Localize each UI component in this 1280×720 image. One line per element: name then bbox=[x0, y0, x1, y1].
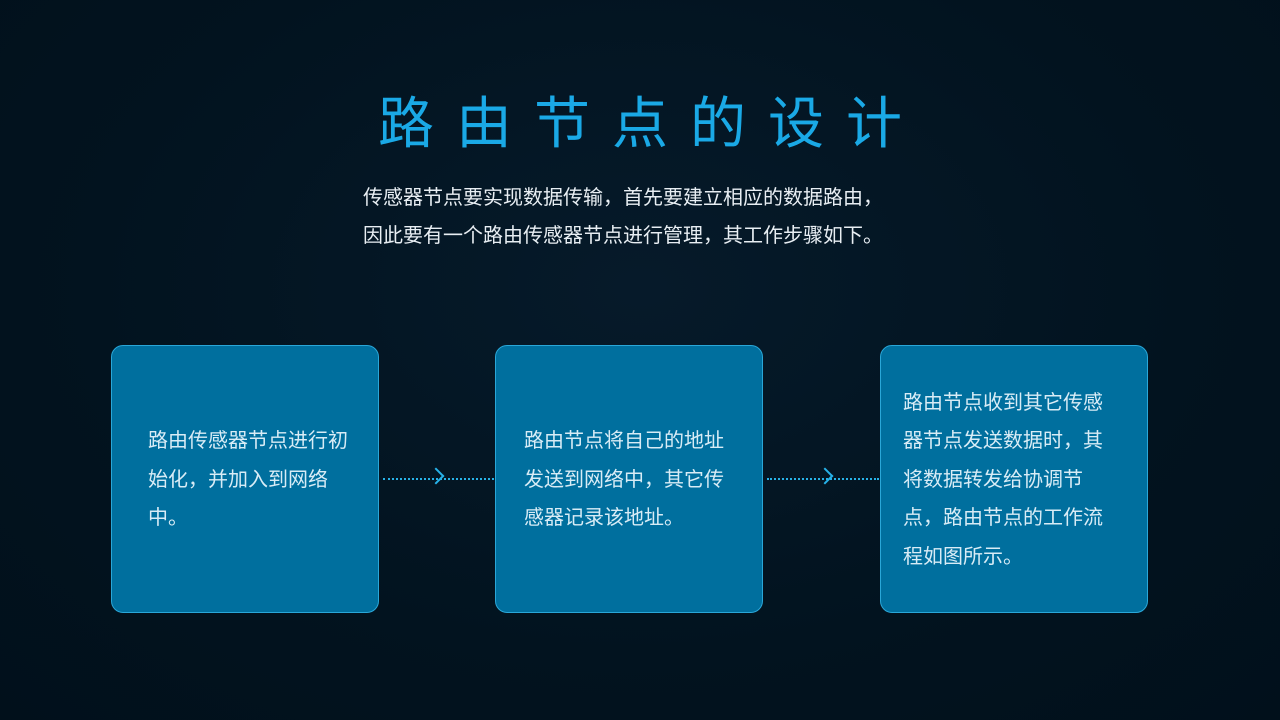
slide-subtitle: 传感器节点要实现数据传输，首先要建立相应的数据路由， 因此要有一个路由传感器节点… bbox=[363, 178, 923, 254]
dotted-line bbox=[767, 478, 879, 480]
step-card-1: 路由传感器节点进行初始化，并加入到网络中。 bbox=[111, 345, 379, 613]
subtitle-line: 传感器节点要实现数据传输，首先要建立相应的数据路由， bbox=[363, 185, 883, 209]
step-connector-1 bbox=[383, 467, 494, 485]
slide-title: 路由节点的设计 bbox=[378, 92, 924, 157]
step-connector-2 bbox=[767, 467, 879, 485]
step-text: 路由节点将自己的地址发送到网络中，其它传感器记录该地址。 bbox=[524, 428, 724, 530]
dotted-line bbox=[383, 478, 494, 480]
step-card-2: 路由节点将自己的地址发送到网络中，其它传感器记录该地址。 bbox=[495, 345, 763, 613]
step-card-3: 路由节点收到其它传感器节点发送数据时，其将数据转发给协调节点，路由节点的工作流程… bbox=[880, 345, 1148, 613]
subtitle-line: 因此要有一个路由传感器节点进行管理，其工作步骤如下。 bbox=[363, 223, 883, 247]
step-text: 路由节点收到其它传感器节点发送数据时，其将数据转发给协调节点，路由节点的工作流程… bbox=[903, 389, 1103, 568]
step-text: 路由传感器节点进行初始化，并加入到网络中。 bbox=[148, 428, 348, 530]
arrow-right-icon bbox=[427, 467, 445, 485]
arrow-right-icon bbox=[816, 467, 834, 485]
